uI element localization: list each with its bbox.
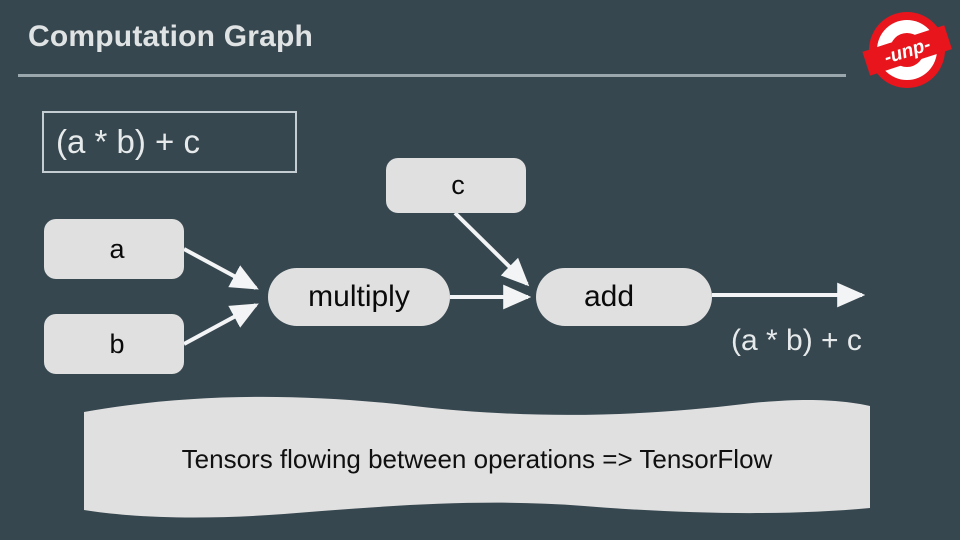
page-title: Computation Graph [28,20,314,53]
edge-c-add [453,211,530,287]
formula-box: (a * b) + c [42,111,297,173]
graph-node-a-label: a [109,233,125,264]
graph-output-label: (a * b) + c [731,324,862,357]
graph-node-c[interactable]: c [386,158,526,213]
edge-b-multiply [183,303,259,346]
graph-node-multiply[interactable]: multiply [268,268,450,326]
graph-node-b-label: b [109,328,125,359]
graph-node-b[interactable]: b [44,314,184,374]
graph-node-a[interactable]: a [44,219,184,279]
formula-text: (a * b) + c [56,123,200,160]
unp-logo-icon: -unp- [862,12,952,88]
title-divider [18,74,846,77]
wave-banner [84,396,870,518]
graph-node-add[interactable]: add [536,268,712,326]
unp-logo: -unp- [862,8,952,92]
edge-a-multiply [183,247,259,290]
graph-node-multiply-label: multiply [308,280,410,313]
wave-banner-shape [84,396,870,518]
graph-node-add-label: add [584,280,635,313]
graph-node-c-label: c [451,170,465,200]
